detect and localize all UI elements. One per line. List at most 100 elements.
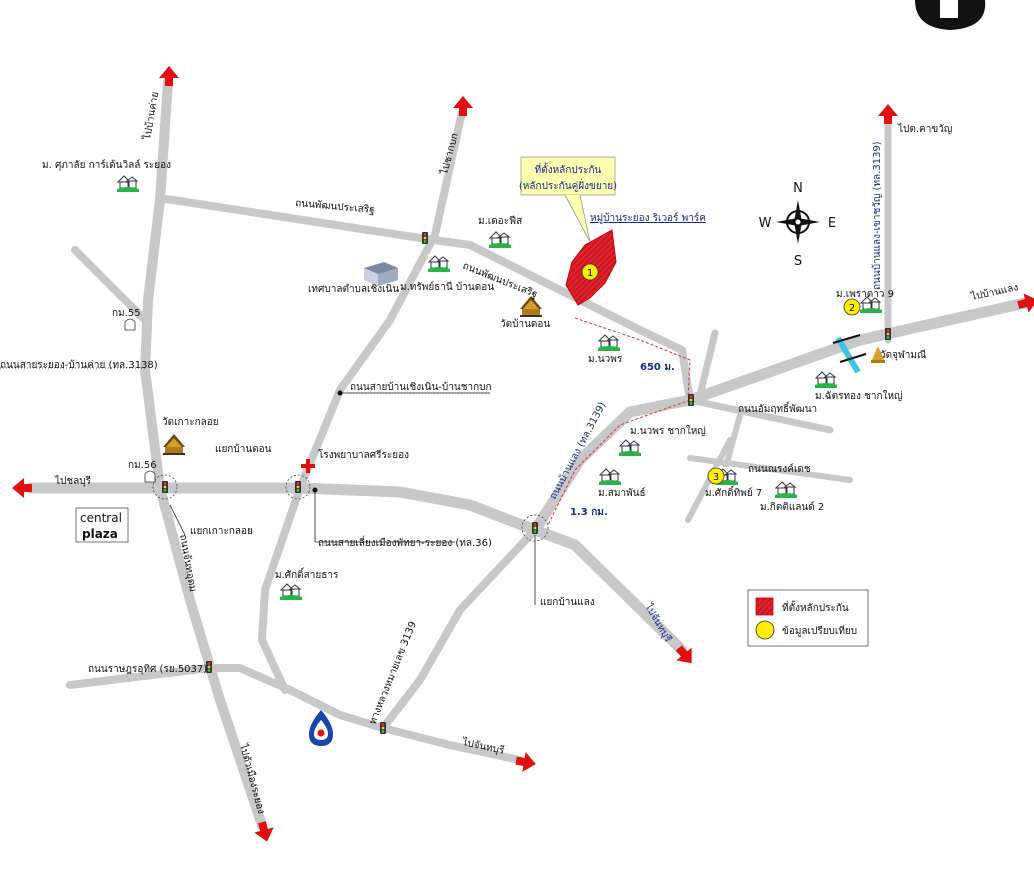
place-label: ม. ศุภาลัย การ์เด้นวิลล์ ระยอง (42, 159, 171, 171)
hospital-cross-icon (301, 459, 315, 473)
railway-crossing (832, 334, 867, 374)
traffic-light-icon (380, 722, 386, 734)
legend-comparable-label: ข้อมูลเปรียบเทียบ (782, 625, 857, 637)
direction-label: ไปบ้านค่าย (141, 91, 161, 142)
connector-lines (0, 367, 536, 605)
marker-1 (581, 263, 599, 281)
temple-icon (163, 434, 185, 455)
junction-dot (337, 390, 343, 396)
traffic-light-icon (532, 522, 538, 534)
place-label: ม.ศักดิ์สายธาร (275, 567, 339, 581)
direction-label: ไปต.คาขวัญ (897, 123, 952, 135)
legend-collateral-label: ที่ตั้งหลักประกัน (782, 600, 849, 614)
route-1-3km (547, 399, 691, 526)
direction-label: ไปชากบก (438, 132, 461, 177)
house-icon (488, 229, 512, 249)
logo-line2: plaza (82, 527, 118, 541)
place-label: วัดเกาะกลอย (162, 417, 219, 428)
place-label: โรงพยาบาลศรีระยอง (318, 448, 409, 461)
traffic-light-icon (162, 481, 168, 493)
road-label: ถนนบ้านแลง (ทล.3139) (547, 400, 608, 501)
place-label: ม.สมาพันธ์ (598, 487, 646, 499)
traffic-light-icon (688, 394, 694, 406)
arrow-east-icon (514, 750, 538, 774)
place-label: ม.ศักดิ์ทิพย์ 7 (705, 485, 762, 499)
marker-2-label: 2 (849, 303, 855, 314)
compass-e: E (828, 216, 836, 231)
place-label: แยกเกาะกลอย (190, 526, 253, 537)
compass-n: N (793, 181, 803, 196)
place-label: ม.กิตติแลนด์ 2 (760, 501, 824, 513)
callout-title: ที่ตั้งหลักประกัน (535, 162, 602, 176)
marker-3 (707, 467, 725, 485)
place-labels: ม. ศุภาลัย การ์เด้นวิลล์ ระยอง ม.เดอะฟีส… (42, 159, 926, 608)
place-label: ม.นวพร ชากใหญ่ (630, 425, 706, 437)
road-label: ถนนราษฎรอุทิศ (รย.5037) (88, 664, 207, 675)
place-label: แยกบ้านดอน (215, 443, 272, 455)
km-marker-icon (124, 318, 156, 483)
corner-logo-icon (915, 0, 986, 30)
marker-1-label: 1 (587, 268, 593, 279)
road-label: ถนนบ้านแลง-เขาชวัญ (ทล.3139) (871, 141, 883, 290)
road-label: ถนนพัฒนประเสริฐ (295, 198, 375, 216)
place-label: ม.เดอะฟีส (478, 215, 522, 227)
place-label: วัดจุฬามณี (880, 349, 926, 361)
logo-line1: central (80, 511, 122, 525)
building-icon (364, 262, 398, 286)
place-label: วัดบ้านดอน (500, 318, 550, 330)
road-label: ถนนสายบ้านเชิงเนิน-บ้านชากบก (350, 381, 492, 393)
arrow-east-icon (1015, 290, 1034, 315)
arrow-north-icon (159, 66, 179, 86)
compass-icon: N S E W (759, 181, 837, 269)
place-label: แยกบ้านแลง (540, 596, 595, 608)
legend: ที่ตั้งหลักประกัน ข้อมูลเปรียบเทียบ (747, 589, 869, 647)
junction-circles (152, 474, 549, 542)
junction-dot (312, 487, 318, 493)
distance-1-3km: 1.3 กม. (570, 507, 608, 518)
road-label: ถนนณรงค์เดช (748, 463, 811, 475)
house-icon (814, 369, 838, 389)
callout-subtitle: (หลักประกันคู่ฝั่งขยาย) (519, 178, 617, 192)
road-label: ถนนสายเลี่ยงเมืองพัทยา-ระยอง (ทล.36) (318, 535, 492, 549)
arrow-south-icon (252, 819, 277, 845)
route-650m (574, 317, 691, 399)
house-icon (598, 466, 622, 486)
arrow-west-icon (12, 478, 32, 498)
marker-2 (843, 298, 861, 316)
legend-collateral-swatch (755, 597, 774, 616)
compass-s: S (794, 254, 802, 269)
traffic-light-icon (295, 481, 301, 493)
house-icon (279, 581, 303, 601)
house-icon (618, 437, 642, 457)
traffic-light-icon (422, 232, 428, 244)
place-label: ม.ฉัตรทอง ชากใหญ่ (815, 390, 903, 402)
place-label: ม.ทรัพย์ธานี บ้านดอน (400, 281, 494, 293)
arrow-north-icon (453, 96, 473, 116)
road-network (24, 77, 1031, 830)
ptt-logo-icon (309, 710, 333, 746)
house-icon (427, 253, 451, 273)
place-label: เทศบาลตำบลเชิงเนิน (308, 284, 399, 295)
collateral-callout: ที่ตั้งหลักประกัน (หลักประกันคู่ฝั่งขยาย… (519, 156, 617, 243)
house-icon (774, 479, 798, 499)
central-plaza-logo: central plaza (75, 507, 129, 543)
place-label: ม.นวพร (588, 354, 623, 365)
traffic-light-icon (885, 328, 891, 340)
house-icon (597, 332, 621, 352)
road-label: ถนนสายระยอง-บ้านค่าย (ทล.3138) (0, 359, 158, 371)
temple-icon (520, 296, 542, 317)
place-label: กม.55 (112, 308, 141, 319)
compass-w: W (759, 216, 772, 231)
project-name: หมู่บ้านระยอง ริเวอร์ พาร์ค (590, 212, 706, 224)
direction-label: ไปชลบุรี (54, 475, 92, 487)
place-label: กม.56 (128, 460, 157, 471)
direction-label: ไปบ้านแลง (969, 281, 1019, 303)
place-label: ม.เพราดาว 9 (836, 289, 894, 300)
arrow-north-icon (878, 104, 898, 124)
marker-3-label: 3 (713, 472, 719, 483)
temple-icon (871, 346, 885, 363)
distance-650m: 650 ม. (640, 362, 675, 373)
road-label: ถนนอัมฤทธิ์พัฒนา (738, 401, 817, 415)
house-icon (116, 173, 140, 193)
